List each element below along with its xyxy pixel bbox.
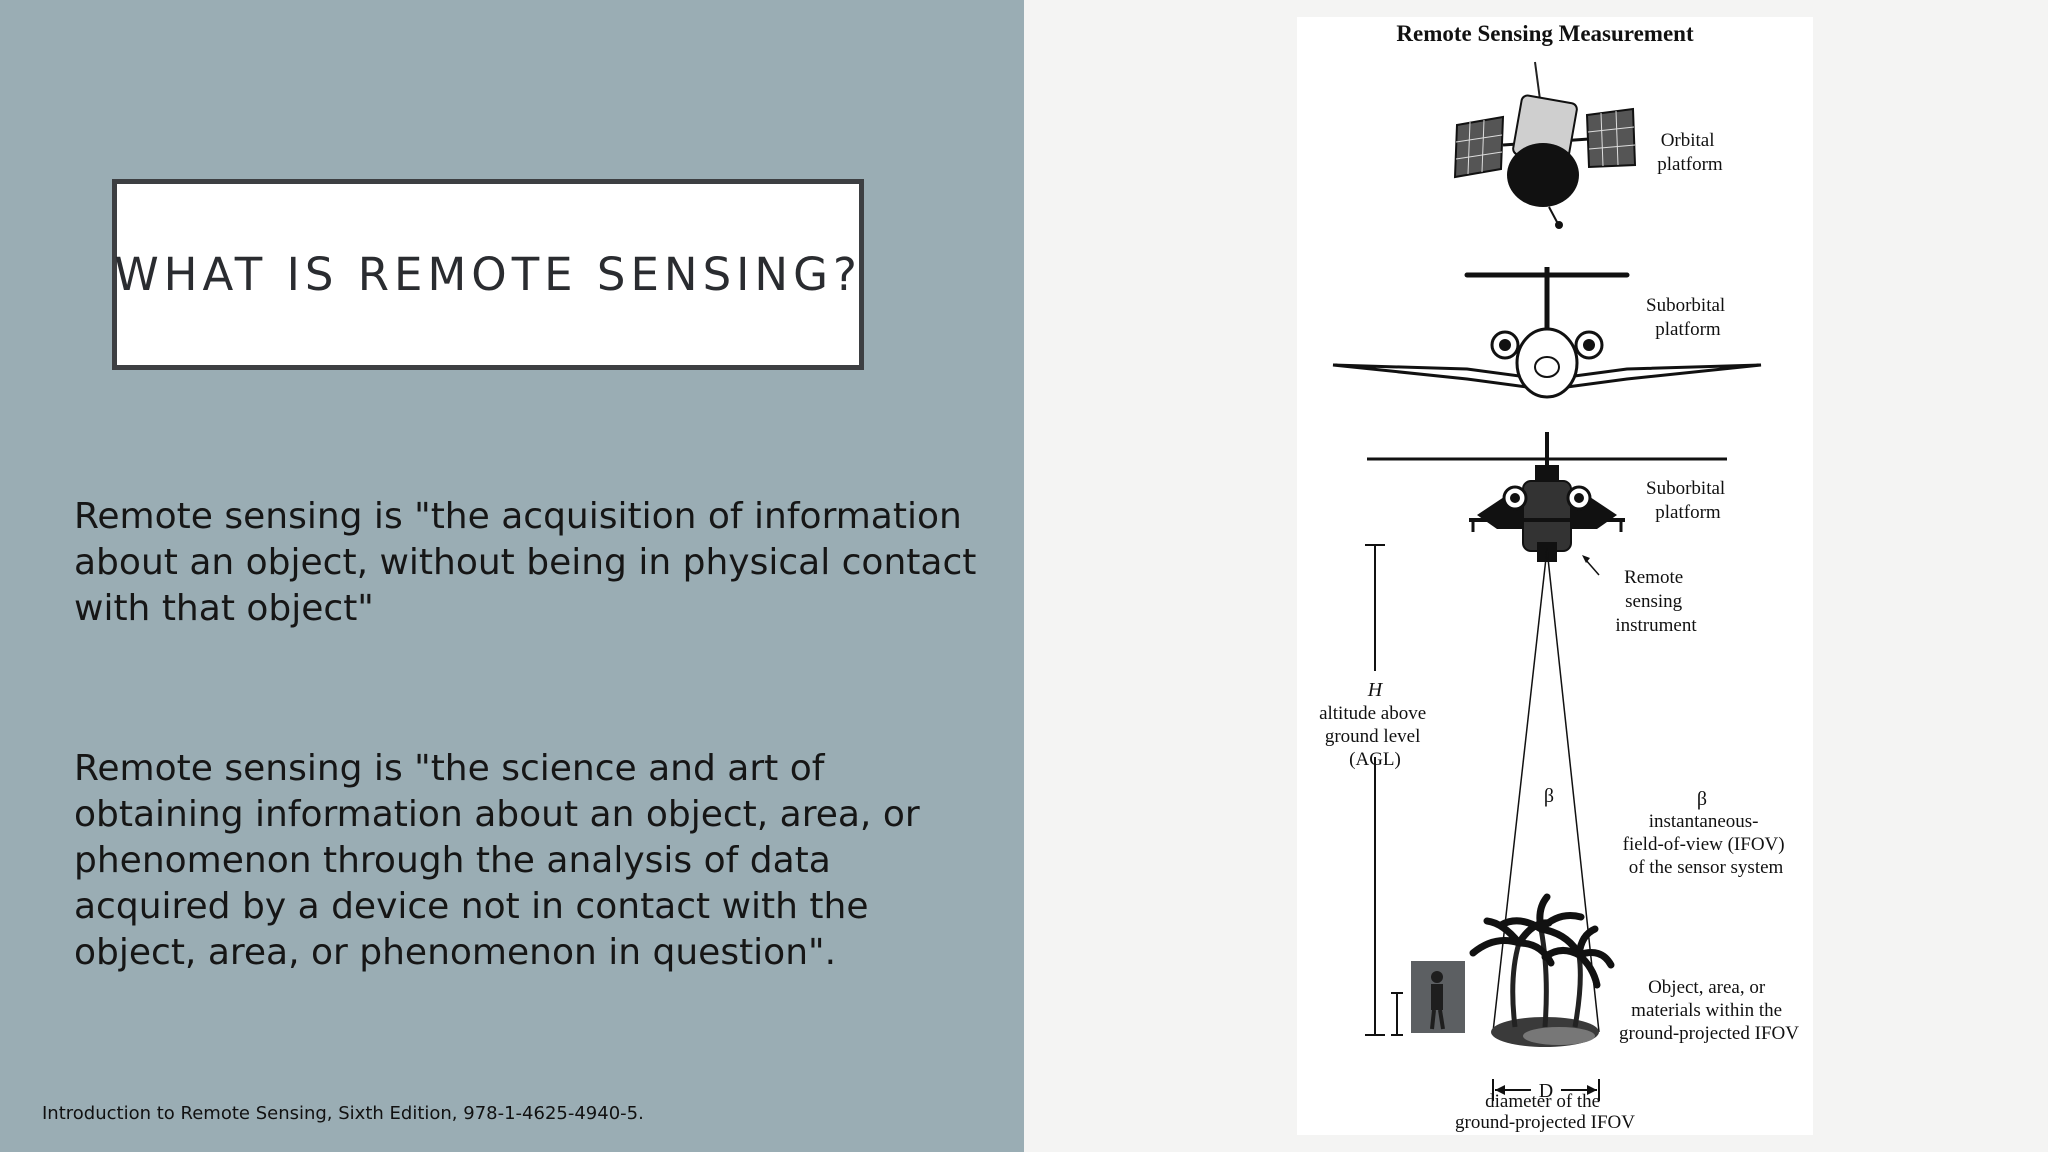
- title-box: WHAT IS REMOTE SENSING?: [112, 179, 864, 370]
- altitude-bar: [1365, 544, 1385, 1036]
- satellite-icon: [1453, 61, 1637, 229]
- altitude-label: altitude above ground level (AGL): [1319, 703, 1431, 770]
- figure-diagram: Remote Sensing Measurement Orbital platf…: [1319, 21, 1799, 1133]
- ifov-right-line: [1546, 548, 1600, 1033]
- diameter-label: diameter of the ground-projected IFOV: [1455, 1091, 1635, 1133]
- instrument-arrowhead: [1582, 555, 1590, 563]
- remote-sensing-figure: Remote Sensing Measurement Orbital platf…: [1297, 17, 1813, 1135]
- citation: Introduction to Remote Sensing, Sixth Ed…: [42, 1103, 644, 1124]
- slide-title: WHAT IS REMOTE SENSING?: [114, 248, 862, 301]
- instrument-pointer: [1584, 558, 1600, 576]
- ifov-beta-symbol: β: [1697, 788, 1707, 810]
- left-panel: WHAT IS REMOTE SENSING? Remote sensing i…: [0, 0, 1024, 1152]
- diameter-symbol: D: [1539, 1080, 1553, 1102]
- palm-trees-icon: [1469, 893, 1615, 1047]
- helicopter-icon: [1367, 432, 1727, 562]
- altitude-symbol: H: [1367, 679, 1384, 701]
- definition-paragraph-1: Remote sensing is "the acquisition of in…: [74, 496, 977, 629]
- ifov-left-line: [1492, 548, 1548, 1033]
- person-scale-bar: [1391, 992, 1403, 1036]
- orbital-platform-label: Orbital platform: [1657, 130, 1723, 175]
- suborbital-platform-label-2: Suborbital platform: [1646, 478, 1730, 523]
- object-label: Object, area, or materials within the gr…: [1619, 977, 1799, 1044]
- suborbital-platform-label-1: Suborbital platform: [1646, 295, 1730, 340]
- beta-symbol: β: [1544, 785, 1554, 807]
- airplane-icon: [1332, 267, 1762, 399]
- diameter-indicator: [1492, 1079, 1600, 1101]
- ifov-label: instantaneous- field-of-view (IFOV) of t…: [1623, 811, 1790, 878]
- person-photo: [1411, 961, 1465, 1033]
- figure-title: Remote Sensing Measurement: [1396, 21, 1694, 46]
- instrument-label: Remote sensing instrument: [1615, 567, 1697, 636]
- definition-paragraph-2: Remote sensing is "the science and art o…: [74, 748, 920, 973]
